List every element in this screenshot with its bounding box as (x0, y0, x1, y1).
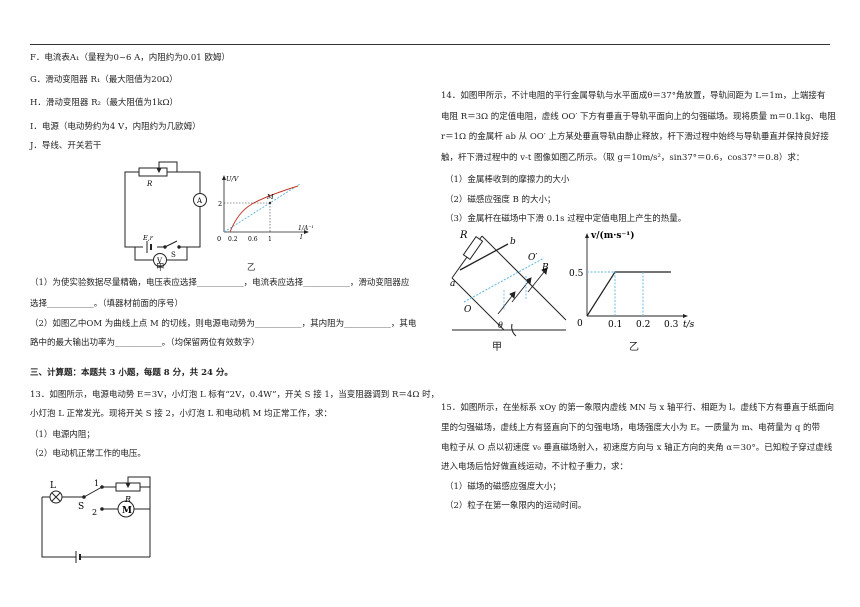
axis-label-i: I (299, 234, 303, 241)
label-m: M (266, 193, 274, 201)
label-a-end: a (450, 279, 455, 289)
tick-t-0-1: 0.1 (608, 320, 622, 330)
label-2: 2 (92, 508, 97, 517)
axis-label-v: v/(m·s⁻¹) (590, 230, 634, 241)
q1-line1: （1）为使实验数据尽量精确，电压表应选择___________，电流表应选择__… (30, 278, 410, 288)
label-theta: θ (498, 321, 503, 330)
circuit-diagram-jia: R A V E,r S (124, 161, 207, 267)
label-s: S (171, 251, 176, 259)
option-f: F．电流表A₁（量程为0~6 A，内阻约为0.01 欧姆） (30, 53, 230, 63)
option-h: H．滑动变阻器 R₂（最大阻值为1kΩ） (30, 98, 179, 108)
label-r-13: R (124, 495, 131, 504)
p14-q3: （3）金属杆在磁场中下滑 0.1s 过程中定值电阻上产生的热量。 (445, 214, 687, 224)
tick-v-0-5: 0.5 (569, 269, 584, 279)
label-s-13: S (78, 502, 84, 512)
p14-line2: 电阻 R＝3Ω 的定值电阻，虚线 OO′ 下方有垂直于导轨平面向上的匀强磁场。现… (441, 112, 836, 122)
caption-jia-right: 甲 (492, 342, 502, 353)
caption-yi-left: 乙 (247, 263, 256, 273)
header-rule (30, 44, 830, 45)
p13-line2: 小灯泡 L 正常发光。现将开关 S 接 2，小灯泡 L 和电动机 M 均正常工作… (30, 409, 333, 419)
label-b-end: b (510, 237, 516, 247)
axis-label-inverse-i: 1/A⁻¹ (298, 225, 314, 232)
q2-line1: （2）如图乙中OM 为曲线上点 M 的切线，则电源电动势为___________… (30, 319, 417, 329)
tick-t-0-2: 0.2 (636, 320, 650, 330)
p14-line1: 14．如图甲所示，不计电阻的平行金属导轨与水平面成θ＝37°角放置，导轨间距为 … (441, 91, 826, 101)
curve (229, 185, 299, 233)
option-j: J．导线、开关若干 (30, 141, 102, 151)
caption-jia-left: 甲 (156, 263, 165, 273)
p14-line3: r＝1Ω 的金属杆 ab 从 OO′ 上方某处垂直导轨由静止释放，杆下滑过程中始… (441, 132, 829, 142)
axis-label-t: t/s (683, 320, 695, 330)
label-1: 1 (94, 479, 99, 488)
label-r-14: R (459, 230, 468, 241)
p13-line1: 13．如图所示，电源电动势 E＝3V，小灯泡 L 标有“2V，0.4W”，开关 … (30, 390, 440, 400)
u-vs-inverse-i-graph: U/V M 2 0 0.2 0.6 1 1/A⁻¹ I (217, 175, 314, 243)
label-er: E,r (142, 234, 154, 242)
axis-label-u: U/V (226, 175, 240, 183)
p15-q1: （1）磁场的磁感应强度大小； (445, 482, 561, 492)
label-o: O (464, 305, 472, 315)
section-3-heading: 三、计算题：本题共 3 小题，每题 8 分，共 24 分。 (30, 368, 233, 378)
tick-0: 0 (217, 235, 221, 243)
label-r: R (146, 180, 153, 188)
label-b-field: B (541, 263, 549, 273)
p15-line2: 里的匀强磁场，虚线上方有竖直向下的匀强电场，电场强度大小为 E。一质量为 m、电… (441, 423, 821, 433)
q2-line2: 路中的最大输出功率为___________。（均保留两位有效数字） (30, 338, 260, 348)
label-l: L (50, 481, 56, 491)
p14-line4: 触，杆下滑过程中的 v-t 图像如图乙所示。（取 g＝10m/s²，sin37°… (441, 153, 805, 163)
label-o-prime: O′ (528, 253, 537, 263)
p14-q2: （2）磁感应强度 B 的大小； (445, 195, 556, 205)
p15-line4: 进入电场后恰好做直线运动，不计粒子重力，求： (441, 462, 629, 472)
motor-m: M (122, 506, 132, 516)
v-t-graph-yi: v/(m·s⁻¹) 0.5 0 0.1 0.2 0.3 t/s (569, 230, 695, 330)
label-voltmeter: V (156, 257, 163, 265)
v-t-line (586, 271, 671, 317)
tick-1: 1 (268, 236, 272, 243)
tick-2: 2 (218, 200, 222, 208)
tangent-line-om (223, 183, 301, 233)
tick-t-0-3: 0.3 (664, 320, 679, 330)
tick-origin: 0 (577, 319, 583, 329)
option-i: I．电源（电动势约为4 V，内阻约为几欧姆） (30, 122, 201, 132)
label-ammeter: A (196, 197, 203, 205)
incline-rails-diagram-jia: R b a O O′ B θ (450, 230, 567, 337)
p13-q2: （2）电动机正常工作的电压。 (30, 449, 146, 459)
p15-q2: （2）粒子在第一象限内的运动时间。 (445, 501, 587, 511)
option-g: G．滑动变阻器 R₁（最大阻值为20Ω） (30, 75, 178, 85)
caption-yi-right: 乙 (629, 342, 639, 353)
p15-line3: 电粒子从 O 点以初速度 v₀ 垂直磁场射入，初速度方向与 x 轴正方向的夹角 … (441, 443, 833, 453)
q1-line2: 选择___________。（填器材前面的序号） (30, 299, 184, 309)
p14-q1: （1）金属棒收到的摩擦力的大小 (445, 175, 570, 185)
tick-0-6: 0.6 (248, 236, 258, 243)
circuit-diagram-13: L 1 R S 2 M (41, 476, 151, 563)
tick-0-2: 0.2 (228, 236, 238, 243)
p13-q1: （1）电源内阻； (30, 430, 95, 440)
p15-line1: 15．如图所示，在坐标系 xOy 的第一象限内虚线 MN 与 x 轴平行、相距为… (441, 403, 834, 413)
